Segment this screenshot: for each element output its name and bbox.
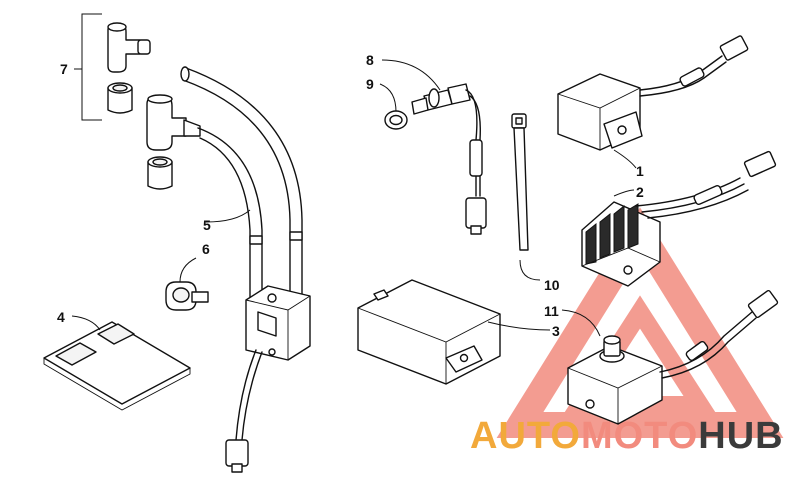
watermark-text: AUTOMOTOHUB	[470, 415, 784, 457]
part-7-caps	[74, 13, 151, 121]
part-8-sensor	[381, 59, 487, 235]
watermark-part-auto: AUTO	[470, 415, 581, 457]
part-11-sensor-block	[561, 289, 779, 425]
part-4-pad	[43, 315, 191, 411]
callout-3[interactable]: 3	[552, 323, 560, 339]
part-3-control-box	[357, 279, 551, 385]
part-5-ignition-coil	[180, 66, 311, 473]
callout-4[interactable]: 4	[57, 309, 65, 325]
watermark-part-hub: HUB	[698, 415, 783, 457]
callout-1[interactable]: 1	[636, 163, 644, 179]
callout-10[interactable]: 10	[544, 277, 560, 293]
part-10-cable-tie	[511, 113, 541, 281]
callout-5[interactable]: 5	[203, 217, 211, 233]
callout-7[interactable]: 7	[60, 61, 68, 77]
part-6-clip	[165, 257, 209, 311]
svg-text:AUTOMOTOHUB: AUTOMOTOHUB	[470, 415, 784, 457]
callout-6[interactable]: 6	[202, 241, 210, 257]
callout-2[interactable]: 2	[636, 184, 644, 200]
spark-plug-cap	[146, 94, 201, 190]
callout-9[interactable]: 9	[366, 76, 374, 92]
part-9-washer	[379, 83, 408, 130]
callout-11[interactable]: 11	[544, 303, 559, 319]
part-2-regulator	[581, 150, 777, 287]
callout-labels: 7 5 6 4 8 9 1 2 10 11 3	[57, 52, 644, 339]
part-1-cdi-module	[557, 35, 749, 169]
watermark-triangle-outer	[496, 207, 784, 438]
callout-8[interactable]: 8	[366, 52, 374, 68]
watermark-part-moto: MOTO	[581, 415, 698, 457]
